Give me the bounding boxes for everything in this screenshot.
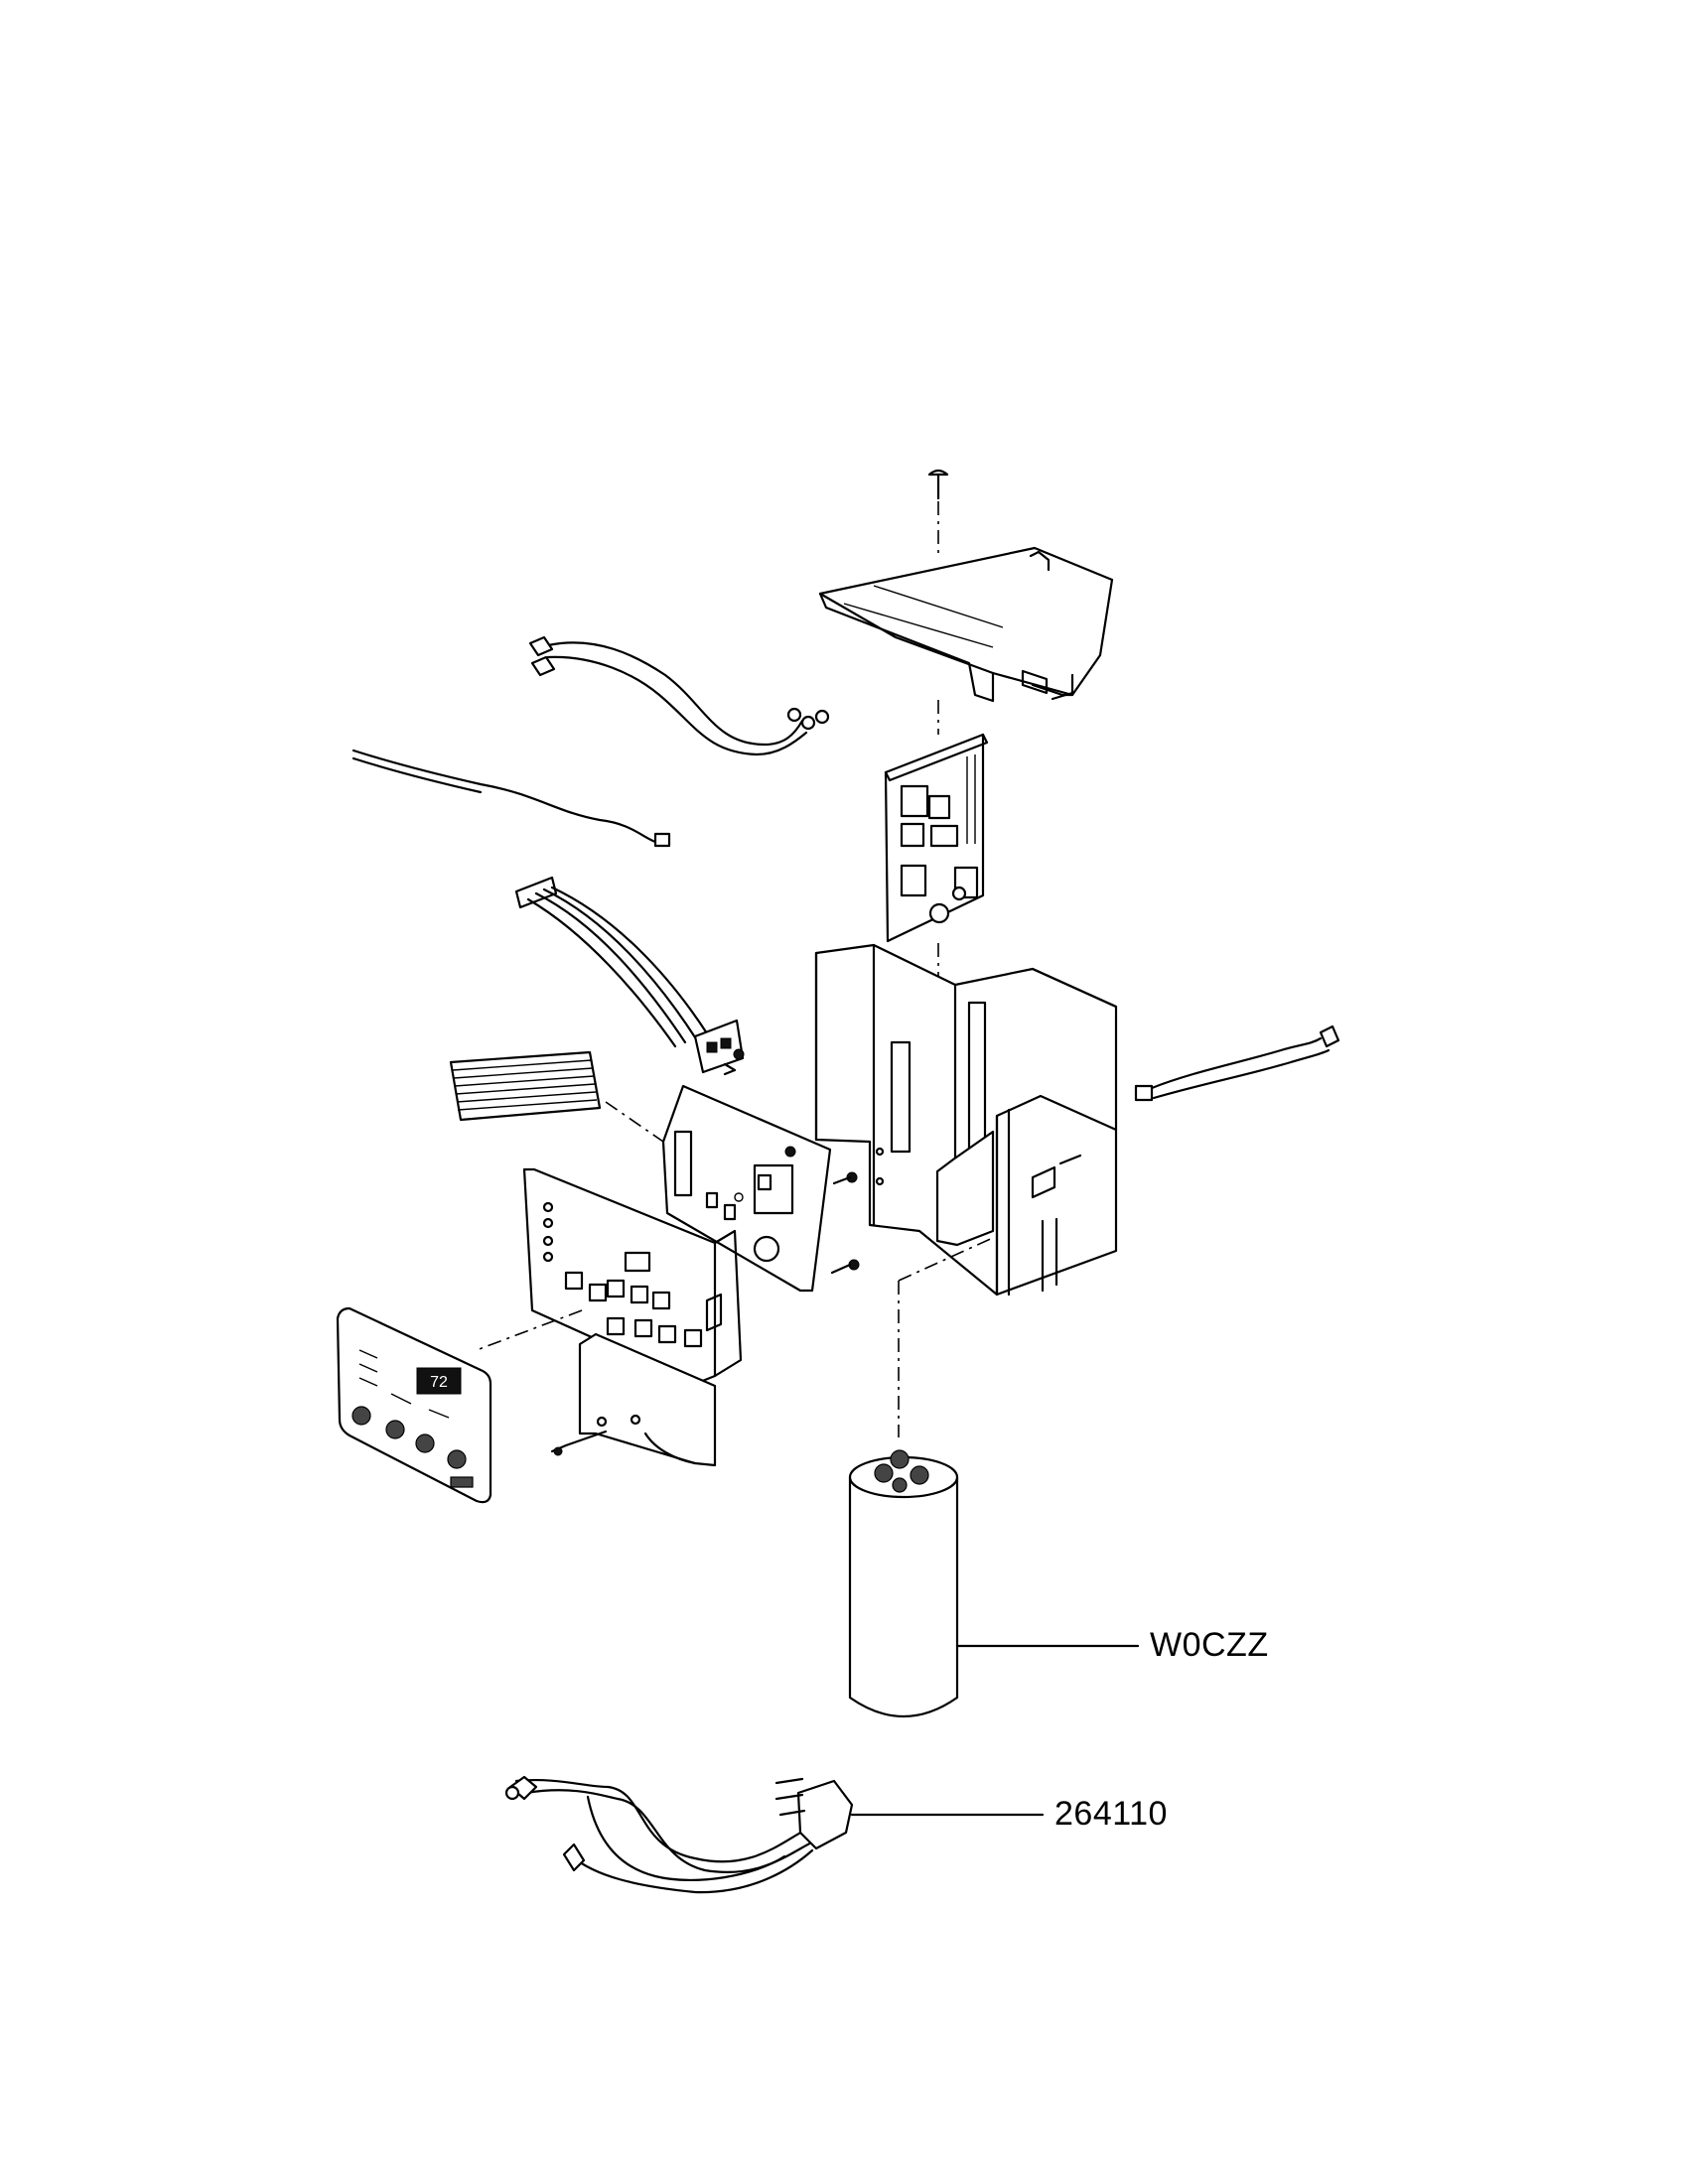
- capacitor-centerline-2: [898, 1236, 996, 1282]
- upper-control-board: [884, 700, 989, 978]
- callout-power-cord: 264110: [1054, 1795, 1168, 1833]
- display-readout: 72: [430, 1374, 448, 1391]
- capacitor: [848, 1449, 1140, 1718]
- overlay-label: 72: [336, 1306, 492, 1504]
- display-board: [661, 1048, 860, 1293]
- lower-bracket: [550, 1332, 717, 1467]
- ribbon-cable: [449, 1050, 664, 1143]
- power-cord: [504, 1775, 1045, 1894]
- wire-harness-b: [351, 749, 671, 848]
- front-panel: [476, 1167, 743, 1386]
- wire-harness-right: [1134, 1024, 1340, 1102]
- wire-harness-c: [514, 876, 745, 1074]
- callout-capacitor: W0CZZ: [1150, 1626, 1269, 1664]
- control-box-housing: [814, 943, 1118, 1297]
- top-cover: [818, 546, 1114, 703]
- top-screw: [927, 469, 949, 556]
- wire-harness-a: [528, 635, 830, 756]
